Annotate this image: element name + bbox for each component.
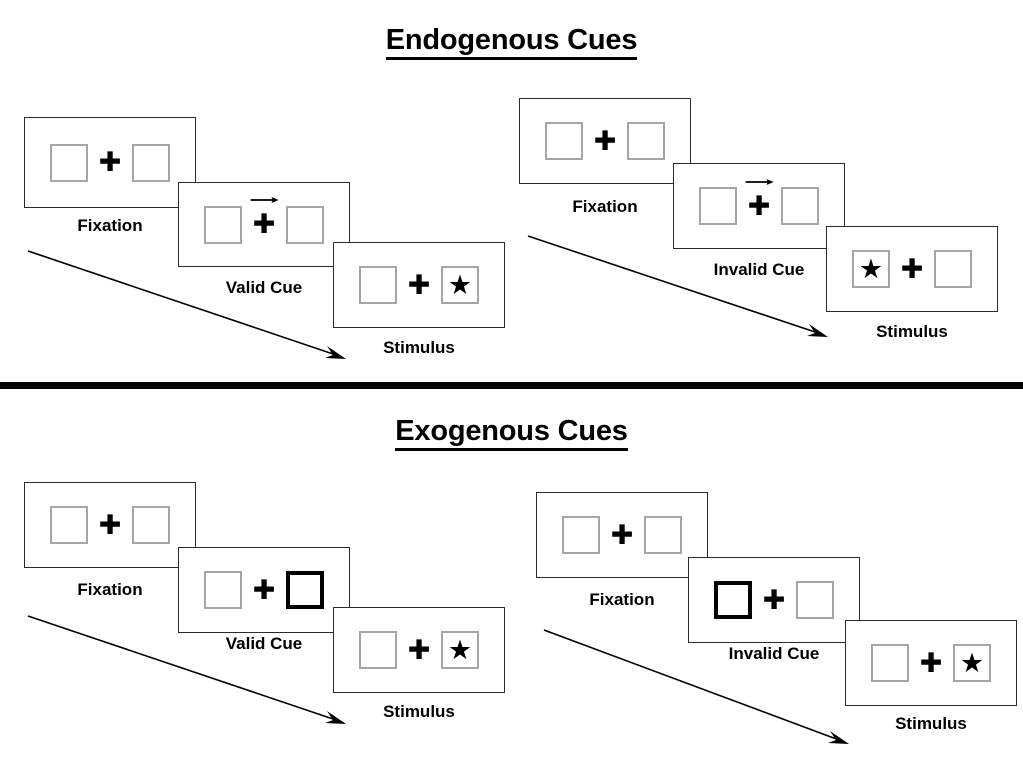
fixation-cross-icon: ✚ (98, 509, 122, 541)
caption-exogenous-valid-cue: Valid Cue (225, 634, 303, 653)
right-box-endogenous-invalid-cue: ★ (781, 187, 819, 225)
panel-exogenous-valid-fixation: ★ ✚ ★ (24, 482, 196, 568)
panel-exogenous-invalid-fixation: ★ ✚ ★ (536, 492, 708, 578)
right-box-endogenous-invalid-stimulus: ★ (934, 250, 972, 288)
fixation-cross-icon: ✚ (252, 574, 276, 606)
right-box-exogenous-invalid-stimulus: ★ (953, 644, 991, 682)
panel-endogenous-valid-cue: ★ ✚ ★ (178, 182, 350, 267)
right-box-endogenous-valid-fixation: ★ (132, 143, 170, 182)
caption-endogenous-valid-fixation: Fixation (77, 216, 143, 235)
right-box-exogenous-valid-fixation: ★ (132, 506, 170, 544)
left-box-endogenous-invalid-cue: ★ (699, 187, 737, 225)
fixation-cross-icon: ✚ (98, 147, 122, 178)
left-box-exogenous-valid-stimulus: ★ (359, 631, 397, 669)
caption-exogenous-invalid-cue: Invalid Cue (728, 644, 820, 663)
fixation-cross-icon: ✚ (919, 647, 943, 679)
star-icon: ★ (858, 253, 884, 285)
caption-exogenous-invalid-stimulus: Stimulus (895, 714, 967, 733)
title-endogenous-cues: Endogenous Cues (0, 24, 1023, 60)
right-box-endogenous-valid-stimulus: ★ (441, 266, 479, 304)
left-box-exogenous-valid-fixation: ★ (50, 506, 88, 544)
panel-exogenous-invalid-stimulus: ★ ✚ ★ (845, 620, 1017, 706)
right-box-endogenous-invalid-fixation: ★ (627, 122, 665, 160)
panel-endogenous-valid-fixation: ★ ✚ ★ (24, 117, 196, 208)
caption-exogenous-valid-fixation: Fixation (77, 580, 143, 599)
time-flow-arrow-endogenous-invalid (527, 235, 828, 337)
fixation-cross-icon: ✚ (242, 197, 286, 238)
left-box-endogenous-invalid-fixation: ★ (545, 122, 583, 160)
section-divider (0, 382, 1023, 389)
caption-exogenous-invalid-fixation: Fixation (589, 590, 655, 609)
caption-endogenous-valid-cue: Valid Cue (225, 278, 303, 297)
fixation-cross-icon: ✚ (593, 125, 617, 157)
time-flow-arrow-exogenous-invalid (543, 629, 849, 744)
left-box-exogenous-valid-cue: ★ (204, 571, 242, 609)
left-box-exogenous-invalid-fixation: ★ (562, 516, 600, 554)
left-box-endogenous-valid-stimulus: ★ (359, 266, 397, 304)
right-box-exogenous-valid-cue-highlight: ★ (286, 571, 324, 609)
panel-endogenous-invalid-stimulus: ★ ✚ ★ (826, 226, 998, 312)
caption-exogenous-valid-stimulus: Stimulus (383, 702, 455, 721)
caption-endogenous-invalid-cue: Invalid Cue (713, 260, 805, 279)
panel-exogenous-valid-cue: ★ ✚ ★ (178, 547, 350, 633)
star-icon: ★ (447, 634, 473, 666)
panel-endogenous-invalid-fixation: ★ ✚ ★ (519, 98, 691, 184)
left-box-exogenous-invalid-cue-highlight: ★ (714, 581, 752, 619)
left-box-exogenous-invalid-stimulus: ★ (871, 644, 909, 682)
fixation-cross-icon: ✚ (407, 634, 431, 666)
cue-arrow-right-icon (745, 178, 774, 185)
right-box-exogenous-valid-stimulus: ★ (441, 631, 479, 669)
left-box-endogenous-valid-cue: ★ (204, 205, 242, 244)
right-box-exogenous-invalid-fixation: ★ (644, 516, 682, 554)
fixation-cross-icon: ✚ (610, 519, 634, 551)
left-box-endogenous-invalid-stimulus: ★ (852, 250, 890, 288)
title-endogenous-cues-text: Endogenous Cues (385, 24, 637, 60)
fixation-cross-icon: ✚ (737, 178, 781, 220)
caption-endogenous-valid-stimulus: Stimulus (383, 338, 455, 357)
panel-endogenous-invalid-cue: ★ ✚ ★ (673, 163, 845, 249)
panel-exogenous-valid-stimulus: ★ ✚ ★ (333, 607, 505, 693)
star-icon: ★ (959, 647, 985, 679)
section-endogenous: Endogenous Cues ★ ✚ ★ Fixation ★ ✚ (0, 24, 1023, 359)
fixation-cross-icon: ✚ (900, 253, 924, 285)
fixation-cross-icon: ✚ (762, 584, 786, 616)
caption-endogenous-invalid-stimulus: Stimulus (876, 322, 948, 341)
fixation-cross-icon: ✚ (407, 269, 431, 301)
title-exogenous-cues: Exogenous Cues (0, 415, 1023, 451)
cue-arrow-right-icon (250, 197, 279, 203)
time-flow-arrow-endogenous-valid (27, 250, 346, 359)
right-box-exogenous-invalid-cue: ★ (796, 581, 834, 619)
right-box-endogenous-valid-cue: ★ (286, 205, 324, 244)
section-exogenous: Exogenous Cues ★ ✚ ★ Fixation ★ ✚ ★ Vali… (0, 392, 1023, 767)
caption-endogenous-invalid-fixation: Fixation (572, 197, 638, 216)
panel-endogenous-valid-stimulus: ★ ✚ ★ (333, 242, 505, 328)
left-box-endogenous-valid-fixation: ★ (50, 143, 88, 182)
title-exogenous-cues-text: Exogenous Cues (395, 415, 628, 451)
time-flow-arrow-exogenous-valid (27, 615, 346, 724)
star-icon: ★ (447, 269, 473, 301)
panel-exogenous-invalid-cue: ★ ✚ ★ (688, 557, 860, 643)
